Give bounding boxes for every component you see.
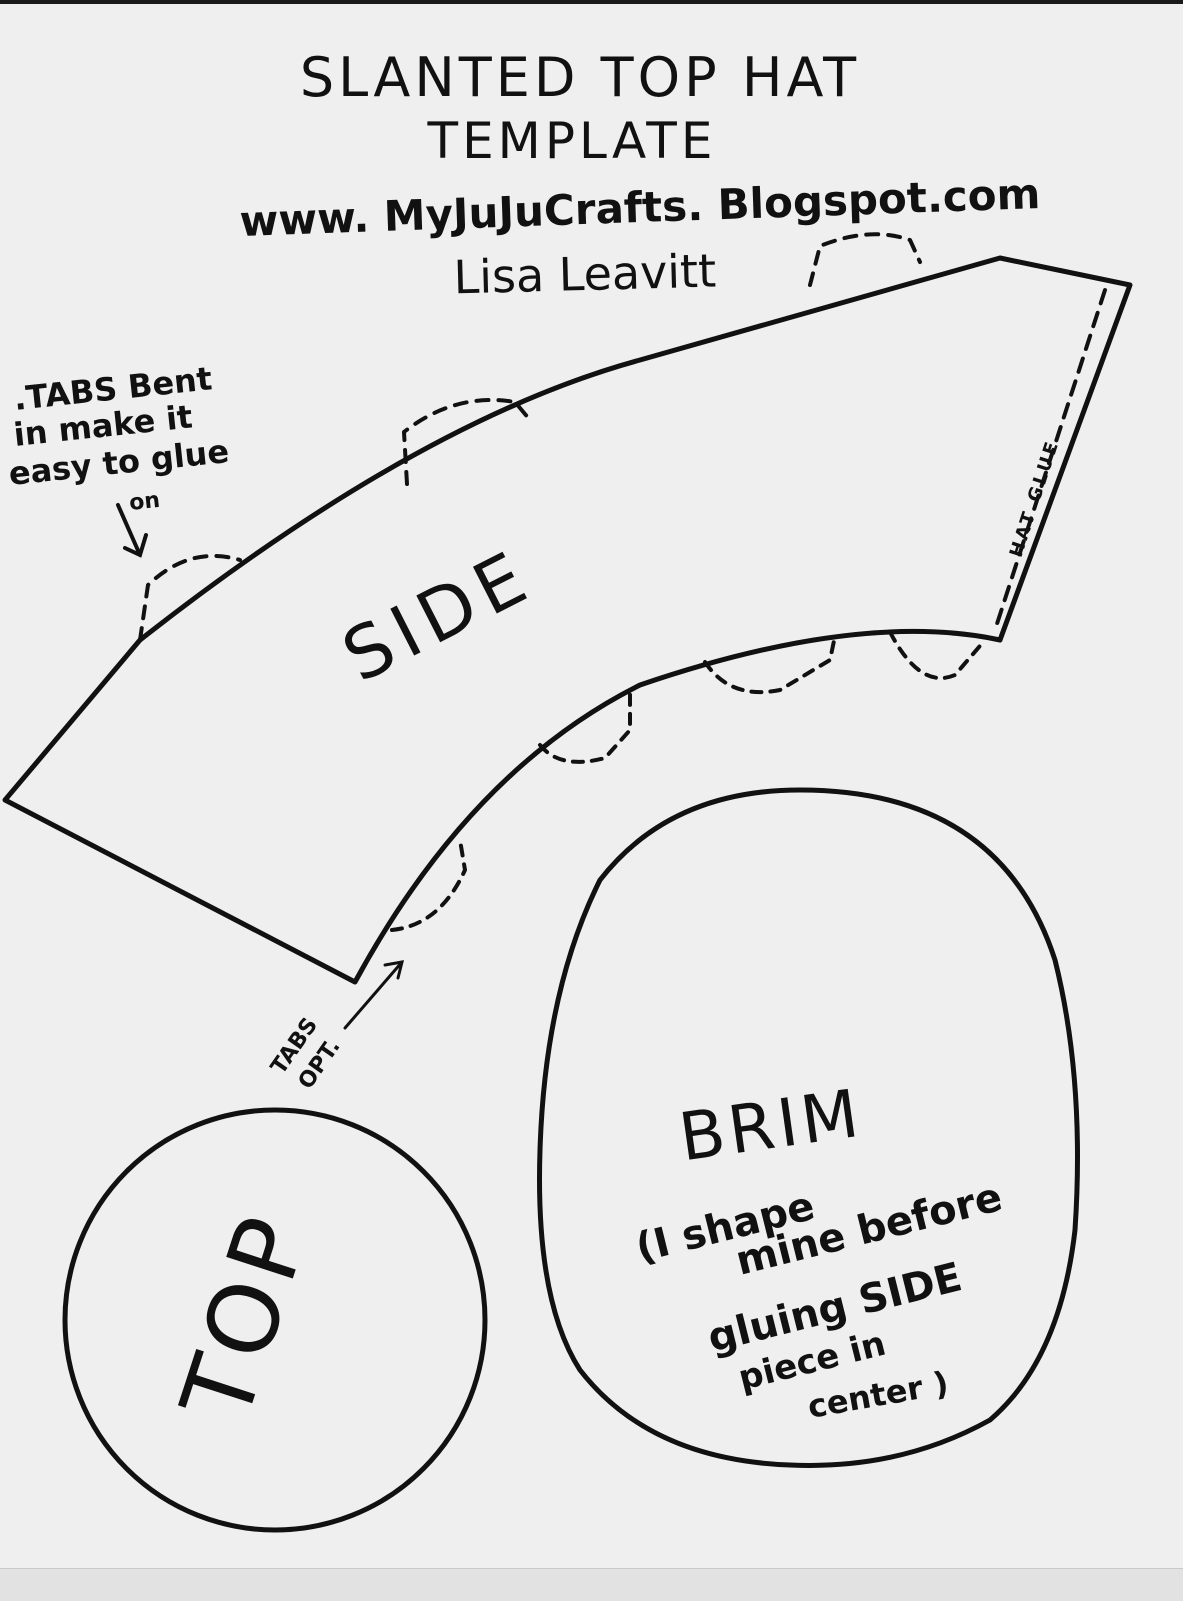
scan-top-edge [0, 0, 1183, 4]
side-tab-bottom-1 [888, 630, 987, 681]
side-tab-bottom-2 [703, 634, 837, 695]
title-line-1: SLANTED TOP HAT [300, 46, 860, 109]
top-outline [62, 1107, 488, 1533]
side-glue-strip [993, 288, 1107, 632]
side-tab-top-2 [402, 398, 532, 486]
title-line-2: TEMPLATE [427, 112, 717, 170]
tabs-bent-note: .TABS Bent in make it easy to glue on [7, 359, 231, 558]
side-tab-bottom-3 [538, 688, 632, 764]
top-piece [62, 1107, 488, 1533]
scan-bottom-band [0, 1568, 1183, 1601]
brim-outline [537, 787, 1080, 1468]
side-label: SIDE [330, 533, 546, 699]
side-tab-top-1 [138, 553, 242, 642]
side-tab-bottom-4 [390, 838, 467, 932]
author-name: Lisa Leavitt [453, 244, 717, 305]
tabs-bent-arrow [116, 503, 148, 558]
top-label: TOP [160, 1199, 332, 1434]
tabs-bent-line-4: on [128, 488, 161, 516]
brim-note: (I shape mine before gluing SIDE piece i… [631, 1174, 1006, 1426]
brim-note-line-2: mine before [731, 1174, 1006, 1285]
side-outline [2, 255, 1133, 985]
brim-label: BRIM [675, 1075, 867, 1177]
side-tab-top-3 [808, 232, 922, 287]
side-piece [2, 232, 1133, 985]
brim-piece [537, 787, 1080, 1468]
tabs-opt-arrow [343, 960, 405, 1030]
website-url: www. MyJuJuCrafts. Blogspot.com [239, 169, 1041, 246]
tabs-opt-note: TABS OPT. [266, 960, 405, 1094]
